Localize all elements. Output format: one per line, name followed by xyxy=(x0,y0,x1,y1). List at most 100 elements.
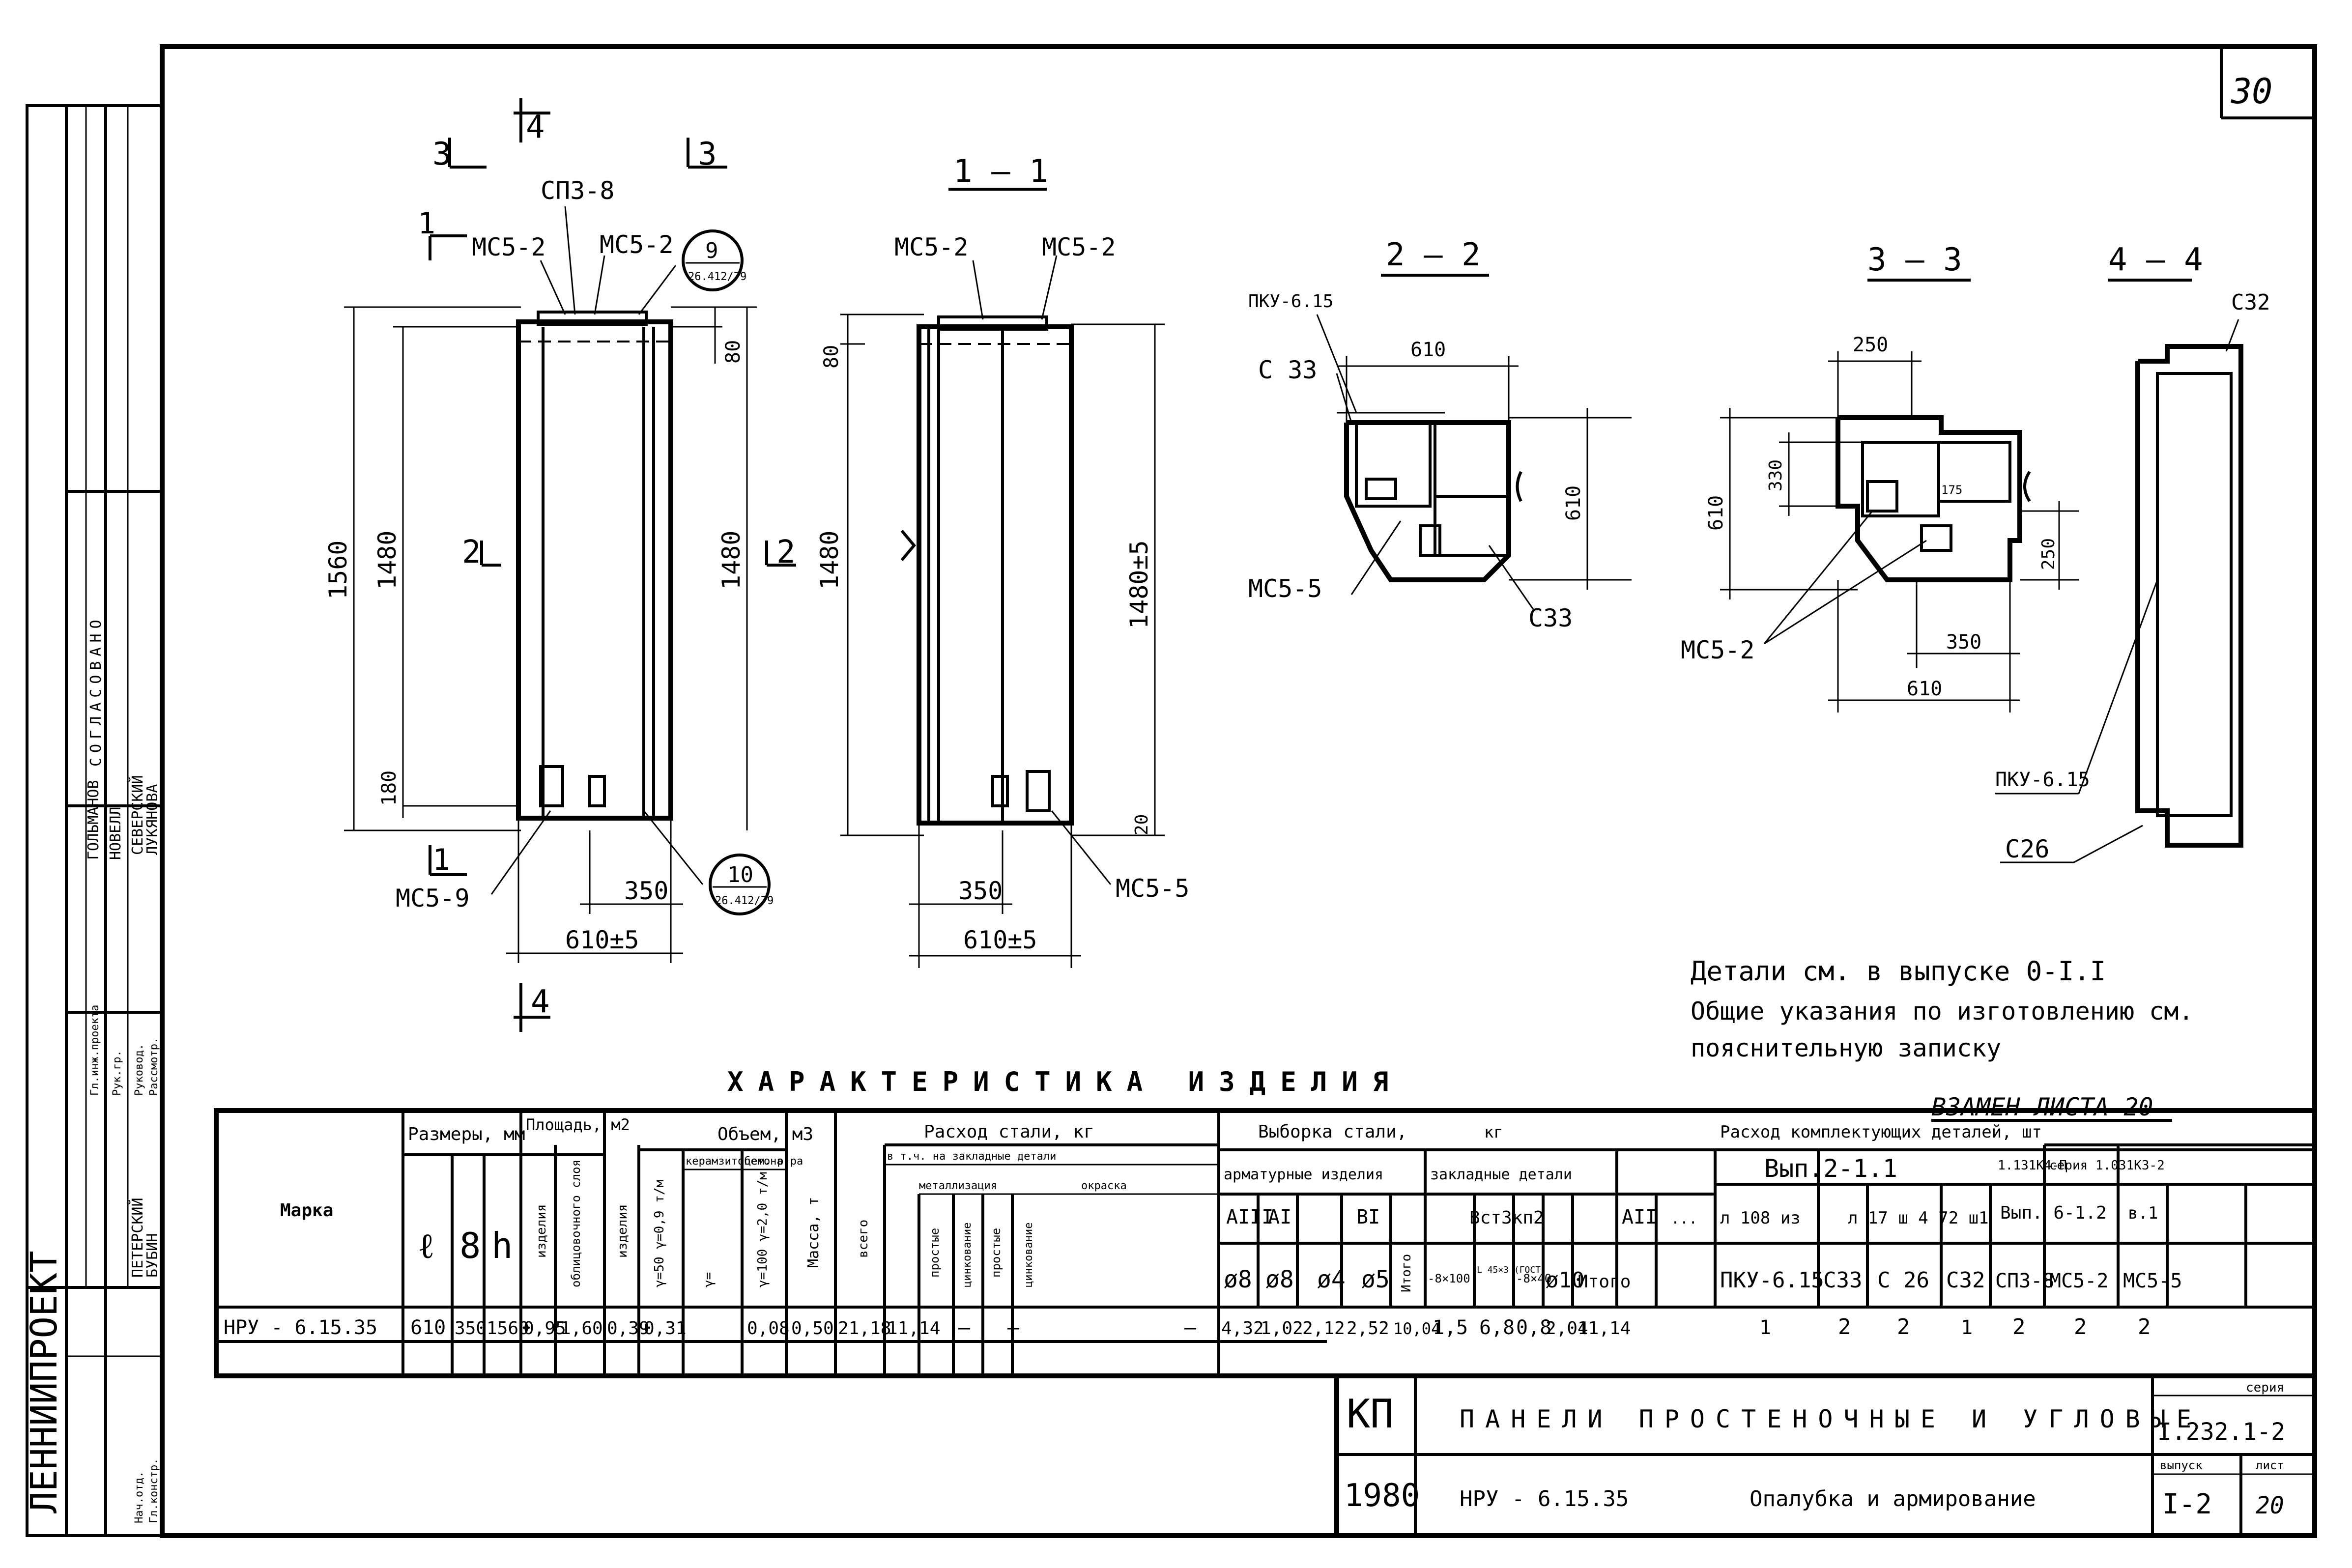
drawing-text-129: С32 xyxy=(1946,1268,1985,1293)
drawing-text-138: 1,60 xyxy=(560,1318,603,1339)
drawing-text-83: керамзитобетона xyxy=(686,1155,783,1168)
drawing-text-60: 175 xyxy=(1941,483,1962,497)
section-1-1: 1 — 1 МС5-2 МС5-2 МС5-5 80 1480 1480±5 3… xyxy=(815,153,1190,968)
drawing-text-143: 0,50 xyxy=(791,1318,834,1339)
drawing-text-106: АII xyxy=(1622,1206,1657,1228)
section-1-title: 1 — 1 xyxy=(953,153,1048,190)
drawing-text-89: Расход стали, кг xyxy=(924,1122,1094,1142)
drawing-text-156: 0,8 xyxy=(1516,1316,1551,1339)
drawing-text-135: 350 xyxy=(455,1318,487,1339)
drawing-text-44: 1480±5 xyxy=(1125,540,1153,629)
characteristics-table: ХАРАКТЕРИСТИКА ИЗДЕЛИЯ ВЗАМЕН ЛИСТА 20 xyxy=(214,1066,2317,1378)
drawing-text-145: 11,14 xyxy=(887,1318,940,1339)
drawing-text-151: 2,12 xyxy=(1302,1318,1345,1339)
drawing-text-94: простые xyxy=(928,1228,942,1278)
drawing-text-20: 2 xyxy=(776,534,796,570)
drawing-text-118: Расход комплектующих деталей, шт xyxy=(1720,1122,2042,1142)
drawing-text-46: 610±5 xyxy=(963,926,1037,954)
drawing-text-53: 610 xyxy=(1410,339,1446,361)
drawing-text-162: 1 xyxy=(1961,1316,1973,1339)
label-c33-a: С 33 xyxy=(1258,356,1317,384)
drawing-text-101: АIII xyxy=(1226,1206,1273,1228)
drawing-text-144: 21,18 xyxy=(838,1318,891,1339)
drawing-text-149: 4,32 xyxy=(1221,1318,1264,1339)
drawing-text-47: 20 xyxy=(1132,814,1152,835)
tb-title: ПАНЕЛИ ПРОСТЕНОЧНЫЕ И УГЛОВЫЕ xyxy=(1460,1405,2202,1433)
stamp-bottom-role-1: Нач.отд. xyxy=(133,1471,145,1523)
drawing-text-97: цинкование xyxy=(1023,1223,1035,1287)
label-s1-mc5-2-a: МС5-2 xyxy=(894,233,969,261)
replace-note: ВЗАМЕН ЛИСТА 20 xyxy=(1931,1093,2153,1121)
table-title: ХАРАКТЕРИСТИКА ИЗДЕЛИЯ xyxy=(727,1066,1403,1097)
section-4-title: 4 — 4 xyxy=(2108,242,2203,278)
drawing-text-32: 1480 xyxy=(373,531,402,590)
drawing-text-104: закладные детали xyxy=(1430,1166,1572,1183)
stamp-bottom-name-1: ПЕТЕРСКИЙ xyxy=(129,1197,146,1278)
drawing-text-146: – xyxy=(958,1316,971,1339)
drawing-text-98: Выборка стали, xyxy=(1258,1122,1407,1142)
drawing-text-92: металлизация xyxy=(919,1180,997,1192)
label-s1-mc5-2-b: МС5-2 xyxy=(1042,233,1116,261)
drawing-text-21: 1 xyxy=(432,843,450,877)
callout-9: 9 xyxy=(705,238,718,263)
drawing-text-18: 1 xyxy=(418,206,435,241)
drawing-text-37: 610±5 xyxy=(565,926,639,954)
drawing-text-76: 8 xyxy=(459,1225,481,1266)
note-line-2: Общие указания по изготовлению см. xyxy=(1691,997,2194,1026)
tb-issue: I-2 xyxy=(2162,1488,2212,1520)
drawing-text-15: 3 xyxy=(432,136,452,172)
stamp-name-1: ГОЛЬМАНОВ xyxy=(85,780,102,860)
sheet-number: 30 xyxy=(2231,71,2272,112)
drawing-text-117: Итого xyxy=(1578,1272,1631,1292)
label-mc5-2-s3: МС5-2 xyxy=(1681,636,1755,664)
drawing-text-91: в т.ч. на закладные детали xyxy=(887,1150,1056,1163)
stamp-role-4: Рассмотр. xyxy=(148,1037,160,1096)
label-c32: С32 xyxy=(2231,290,2270,315)
section-4-4: 4 — 4 С32 ПКУ-6.15 С26 xyxy=(1995,242,2270,863)
section-3-title: 3 — 3 xyxy=(1867,242,1962,278)
drawing-text-137: 0,95 xyxy=(523,1318,566,1339)
side-stamp: ЛЕННИИПРОЕКТ СОГЛАСОВАНО ГОЛЬМАНОВ НОВЕЛ… xyxy=(23,104,164,1537)
drawing-text-78: Площадь, м2 xyxy=(526,1115,630,1134)
drawing-text-77: h xyxy=(491,1225,513,1266)
drawing-text-109: ø8 xyxy=(1265,1266,1294,1293)
drawing-text-124: серия 1.031КЗ-2 xyxy=(2049,1158,2165,1173)
tb-series: I.232.1-2 xyxy=(2157,1418,2285,1446)
stamp-role-1: Гл.инж.проекта xyxy=(89,1005,101,1096)
stamp-name-2: НОВЕЛЛ xyxy=(107,807,124,860)
drawing-text-130: СПЗ-8 xyxy=(1995,1270,2054,1292)
drawing-text-79: изделия xyxy=(534,1204,549,1258)
drawing-text-17: 3 xyxy=(698,136,717,172)
label-pku-6-15: ПКУ-6.15 xyxy=(1248,291,1333,312)
drawing-text-160: 2 xyxy=(1838,1314,1851,1340)
drawing-text-127: С33 xyxy=(1823,1268,1862,1293)
label-mc5-9: МС5-9 xyxy=(396,884,470,912)
row-mark: НРУ - 6.15.35 xyxy=(224,1316,377,1339)
drawing-text-120: л 108 из xyxy=(1720,1208,1801,1228)
drawing-text-22: 4 xyxy=(531,984,550,1020)
drawing-text-150: 1,02 xyxy=(1261,1318,1303,1339)
drawing-text-54: 610 xyxy=(1562,485,1585,521)
drawing-text-164: 2 xyxy=(2074,1314,2087,1340)
drawing-text-35: 1480 xyxy=(717,531,746,590)
drawing-text-16: 4 xyxy=(526,109,545,145)
note-line-1: Детали см. в выпуске 0-I.I xyxy=(1691,956,2106,987)
drawing-text-155: 6,8 xyxy=(1479,1316,1515,1339)
drawing-text-152: 2,52 xyxy=(1347,1318,1389,1339)
drawing-text-111: ø5 xyxy=(1361,1266,1390,1293)
drawing-text-134: 610 xyxy=(410,1316,446,1339)
drawing-text-63: 610 xyxy=(1907,678,1942,700)
drawing-text-123: Вып. 6-1.2 xyxy=(2000,1203,2107,1223)
drawing-text-159: 1 xyxy=(1759,1316,1771,1339)
drawing-text-84: γ=50 γ=0,9 т/м xyxy=(652,1180,667,1287)
stamp-bottom-role-2: Гл.констр. xyxy=(148,1458,160,1523)
drawing-text-81: Объем, м3 xyxy=(717,1124,813,1144)
drawing-text-153: 10,04 xyxy=(1393,1319,1440,1338)
drawing-text-96: простые xyxy=(989,1228,1003,1278)
drawing-text-31: 1560 xyxy=(324,541,352,599)
drawing-text-147: – xyxy=(1007,1316,1020,1339)
drawing-text-82: изделия xyxy=(615,1204,630,1258)
drawing-text-165: 2 xyxy=(2138,1314,2151,1340)
section-2-title: 2 — 2 xyxy=(1386,237,1481,273)
note-line-3: пояснительную записку xyxy=(1691,1034,2001,1062)
